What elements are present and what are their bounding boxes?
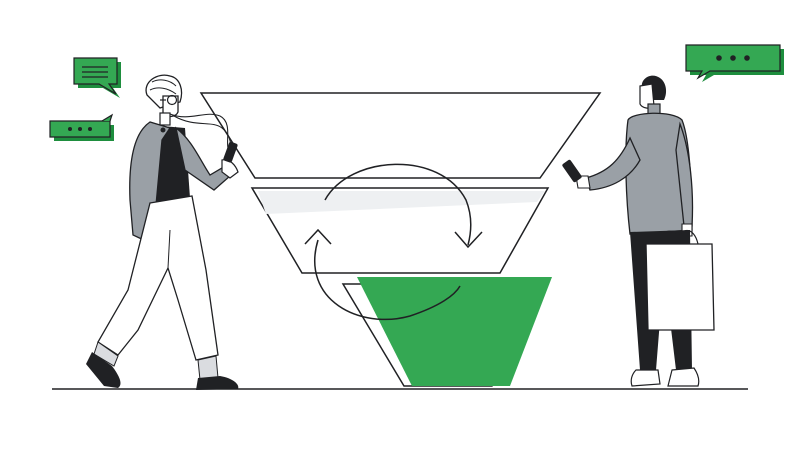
chat-bubble-text-icon bbox=[73, 57, 121, 98]
phone-left-icon bbox=[223, 141, 238, 163]
shopping-bag-icon bbox=[645, 243, 715, 331]
phone-right-icon bbox=[562, 159, 582, 183]
cycle-arrow-left bbox=[314, 239, 461, 321]
funnel-middle-shade bbox=[258, 191, 545, 214]
funnel bbox=[199, 92, 602, 387]
chat-bubble-typing-icon bbox=[49, 113, 114, 141]
chat-bubble-typing-right-icon bbox=[685, 44, 784, 82]
person-left bbox=[86, 74, 239, 390]
cycle-arrowhead-right bbox=[454, 231, 483, 249]
cycle-arrow-right bbox=[324, 163, 472, 246]
cycle-arrowhead-left bbox=[304, 228, 332, 245]
funnel-tier-bottom bbox=[357, 277, 552, 386]
person-right bbox=[562, 75, 715, 387]
funnel-tier-top bbox=[199, 92, 602, 179]
